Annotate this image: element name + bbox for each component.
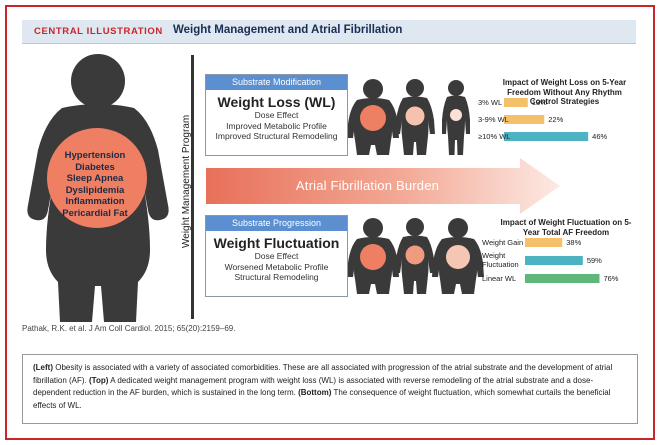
chart-value-label: 76% <box>603 274 619 283</box>
comorbidity-item: Diabetes <box>75 161 115 173</box>
comorbidity-item: Pericardial Fat <box>62 207 128 219</box>
box-line: Improved Structural Remodeling <box>215 131 338 141</box>
weight-loss-title: Weight Loss (WL) <box>217 94 336 110</box>
figure-icon-medium-2 <box>395 218 435 294</box>
chart-weight-fluctuation-bars <box>525 238 600 283</box>
chart-category-label: 3% WL <box>478 98 503 107</box>
chart-category-label: 3-9% WL <box>478 115 509 124</box>
program-divider-line <box>191 55 194 319</box>
illustration-title: Weight Management and Atrial Fibrillatio… <box>173 24 403 36</box>
chart-category-label: Weight Fluctuation <box>482 251 519 269</box>
comorbidity-heart-circle <box>47 128 147 228</box>
caption-top-label: (Top) <box>89 375 109 385</box>
comorbidity-item: Inflammation <box>65 196 125 207</box>
figure-icon-small <box>442 80 470 155</box>
chart-bar <box>504 98 528 107</box>
chart-bar <box>504 132 589 141</box>
chart-value-label: 13% <box>531 98 547 107</box>
comorbidity-item: Hypertension <box>64 150 126 161</box>
chart-value-label: 22% <box>548 115 564 124</box>
chart-bar <box>504 115 545 124</box>
chart-bar <box>525 256 583 265</box>
chart-bar <box>525 274 600 283</box>
weight-loss-figures <box>347 79 470 155</box>
illustration-header: CENTRAL ILLUSTRATION Weight Management a… <box>22 20 636 44</box>
caption-top-text: A dedicated weight management program wi… <box>33 375 594 398</box>
chart-value-label: 46% <box>592 132 608 141</box>
weight-fluctuation-figures <box>347 218 484 294</box>
comorbidity-item: Sleep Apnea <box>66 173 124 184</box>
chart-category-label: Linear WL <box>482 274 517 283</box>
box-line: Worsened Metabolic Profile <box>224 261 329 272</box>
caption-left-text: Obesity is associated with a variety of … <box>33 363 613 385</box>
figure-icon-medium <box>395 79 435 155</box>
box-line: Dose Effect <box>254 110 299 120</box>
box-line: Dose Effect <box>254 251 299 261</box>
chart-weight-loss-title: Impact of Weight Loss on 5-Year Freedom … <box>502 78 627 106</box>
chart-weight-loss-bars <box>504 98 589 141</box>
caption-bottom-text: The consequence of weight fluctuation, w… <box>33 388 611 410</box>
chart-weight-fluctuation-title: Impact of Weight Fluctuation on 5-Year T… <box>500 218 632 237</box>
chart-value-label: 38% <box>566 238 582 247</box>
substrate-progression-header: Substrate Progression <box>206 216 347 231</box>
substrate-modification-header: Substrate Modification <box>206 75 347 90</box>
comorbidity-item: Dyslipidemia <box>65 184 125 196</box>
box-line: Improved Metabolic Profile <box>226 120 327 131</box>
box-line: Structural Remodeling <box>234 272 319 282</box>
comorbidity-list: Hypertension Diabetes Sleep Apnea Dyslip… <box>40 150 150 219</box>
caption-left-label: (Left) <box>33 363 53 372</box>
chart-category-label: ≥10% WL <box>478 132 511 141</box>
citation: Pathak, R.K. et al. J Am Coll Cardiol. 2… <box>22 324 236 333</box>
figure-caption: (Left) Obesity is associated with a vari… <box>22 354 638 424</box>
weight-management-program-label: Weight Management Program <box>181 114 192 248</box>
weight-loss-box: Substrate Modification Weight Loss (WL) … <box>205 74 348 156</box>
chart-value-label: 59% <box>586 256 602 265</box>
weight-fluctuation-box: Substrate Progression Weight Fluctuation… <box>205 215 348 297</box>
central-illustration-tag: CENTRAL ILLUSTRATION <box>34 26 163 37</box>
af-burden-arrow <box>206 158 560 214</box>
chart-bar <box>525 238 563 247</box>
caption-bottom-label: (Bottom) <box>298 388 332 397</box>
weight-fluctuation-title: Weight Fluctuation <box>213 235 340 251</box>
chart-category-label: Weight Gain <box>482 238 524 247</box>
af-burden-label: Atrial Fibrillation Burden <box>295 178 440 193</box>
